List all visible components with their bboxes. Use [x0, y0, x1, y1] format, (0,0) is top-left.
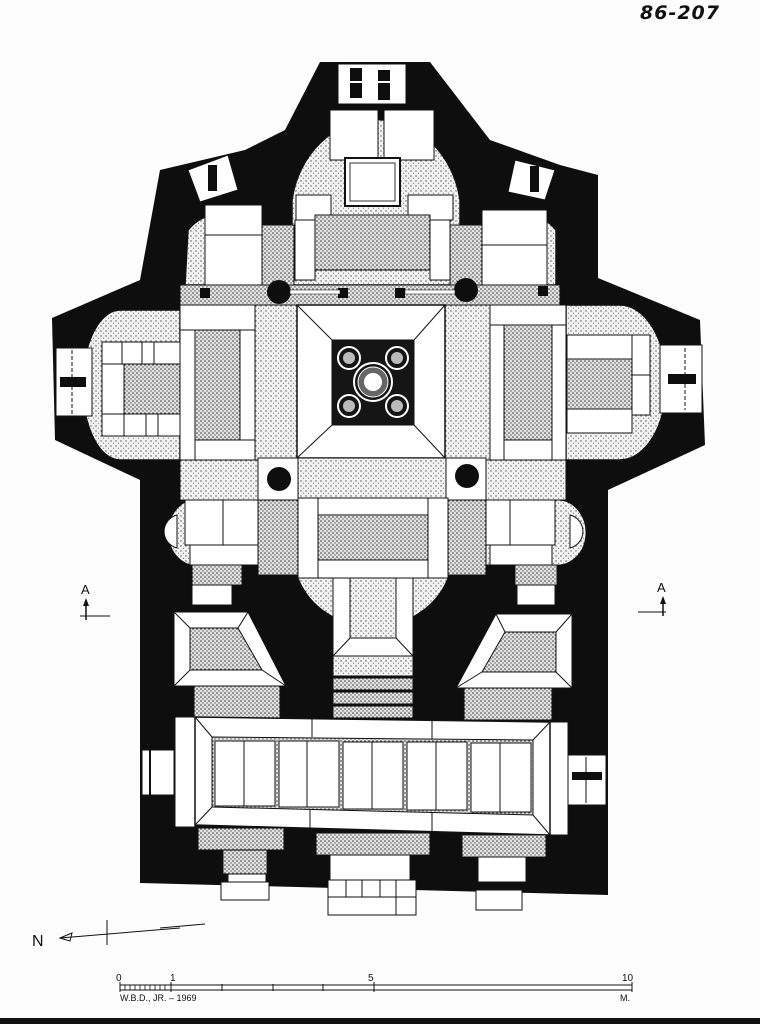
door-north	[337, 63, 407, 105]
apse-east	[565, 304, 668, 461]
door-east	[659, 344, 703, 414]
svg-text:5: 5	[368, 973, 374, 984]
narthex-slabs	[214, 740, 532, 813]
narthex	[174, 716, 569, 836]
apse-north	[291, 109, 461, 286]
bottom-border	[0, 1018, 760, 1024]
section-label-right: A	[657, 580, 666, 595]
door-northeast	[507, 159, 556, 201]
door-narthex-west	[141, 749, 175, 796]
central-dome	[296, 304, 446, 459]
section-marker-right: A	[638, 580, 666, 616]
north-arrow: N	[32, 920, 206, 950]
quincunx-ornament	[337, 346, 409, 418]
chapel-southeast	[455, 564, 573, 721]
door-northwest	[187, 154, 239, 203]
drafter-credit: W.B.D., JR. – 1969	[120, 993, 197, 1003]
entrances-south	[197, 827, 547, 916]
svg-text:0: 0	[116, 973, 122, 984]
door-west	[55, 347, 93, 417]
nave-east-bay	[444, 304, 567, 466]
catalog-number: 86-207	[640, 2, 720, 24]
north-label: N	[32, 933, 44, 950]
scale-bar: 0 1 5 10 W.B.D., JR. – 1969 M.	[116, 973, 634, 1003]
apse-southwest	[163, 499, 259, 567]
svg-text:10: 10	[622, 973, 634, 984]
apse-west	[81, 309, 181, 461]
columns-south	[179, 457, 567, 501]
door-narthex-east	[567, 754, 607, 806]
svg-text:1: 1	[170, 973, 176, 984]
apse-northwest	[184, 204, 295, 286]
scale-unit: M.	[620, 993, 630, 1003]
chancel-screen	[179, 278, 561, 306]
apse-northeast	[449, 209, 557, 286]
chapel-southwest	[173, 564, 287, 719]
apse-southeast	[485, 499, 587, 566]
nave-west-bay	[179, 304, 298, 466]
south-bay	[257, 497, 487, 719]
section-label-left: A	[81, 582, 90, 597]
section-marker-left: A	[80, 582, 110, 620]
